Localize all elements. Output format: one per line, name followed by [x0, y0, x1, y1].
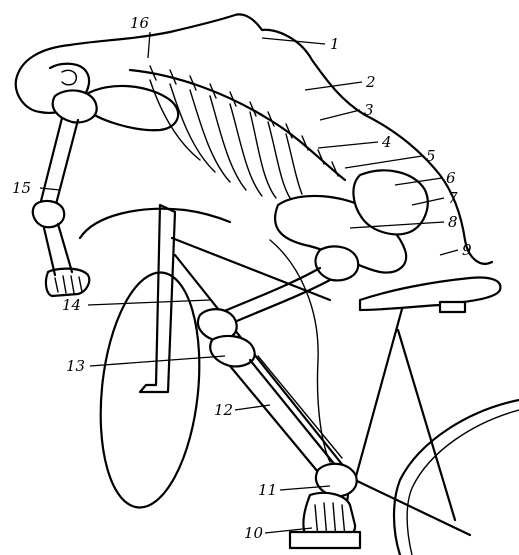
label-12: 12 [214, 401, 233, 419]
pedal [290, 532, 360, 548]
elbow [33, 201, 64, 227]
front-fork [140, 205, 175, 392]
label-16: 16 [130, 14, 150, 32]
label-11: 11 [258, 481, 277, 499]
label-5: 5 [426, 147, 436, 165]
hip-socket [316, 246, 359, 280]
hand [46, 269, 89, 296]
label-3: 3 [364, 101, 374, 119]
fibula [258, 356, 342, 458]
label-15: 15 [12, 179, 31, 197]
saddle [360, 278, 500, 311]
ankle [316, 464, 357, 497]
scapula [85, 86, 178, 130]
rear-wheel-inner [407, 410, 519, 555]
fingers [55, 276, 82, 293]
saddle-clamp [440, 302, 465, 312]
bicycle [80, 205, 519, 555]
label-2: 2 [365, 73, 376, 91]
label-13: 13 [66, 357, 85, 375]
rear-wheel [394, 400, 519, 555]
handlebar [80, 209, 230, 238]
vertebrae [150, 66, 338, 176]
label-4: 4 [381, 133, 392, 151]
label-1: 1 [330, 35, 340, 53]
seat-tube [355, 298, 405, 480]
ear [62, 70, 76, 84]
body-outline [16, 14, 492, 263]
label-8: 8 [448, 213, 458, 231]
skeleton [16, 14, 492, 548]
label-6: 6 [446, 169, 456, 187]
label-14: 14 [62, 296, 81, 314]
seat-stay [398, 330, 455, 520]
shoulder-joint [53, 90, 97, 122]
label-10: 10 [244, 524, 264, 542]
knee-joint [210, 336, 254, 366]
label-9: 9 [462, 241, 472, 259]
humerus [40, 118, 78, 208]
label-7: 7 [448, 189, 458, 207]
forearm [44, 224, 72, 275]
